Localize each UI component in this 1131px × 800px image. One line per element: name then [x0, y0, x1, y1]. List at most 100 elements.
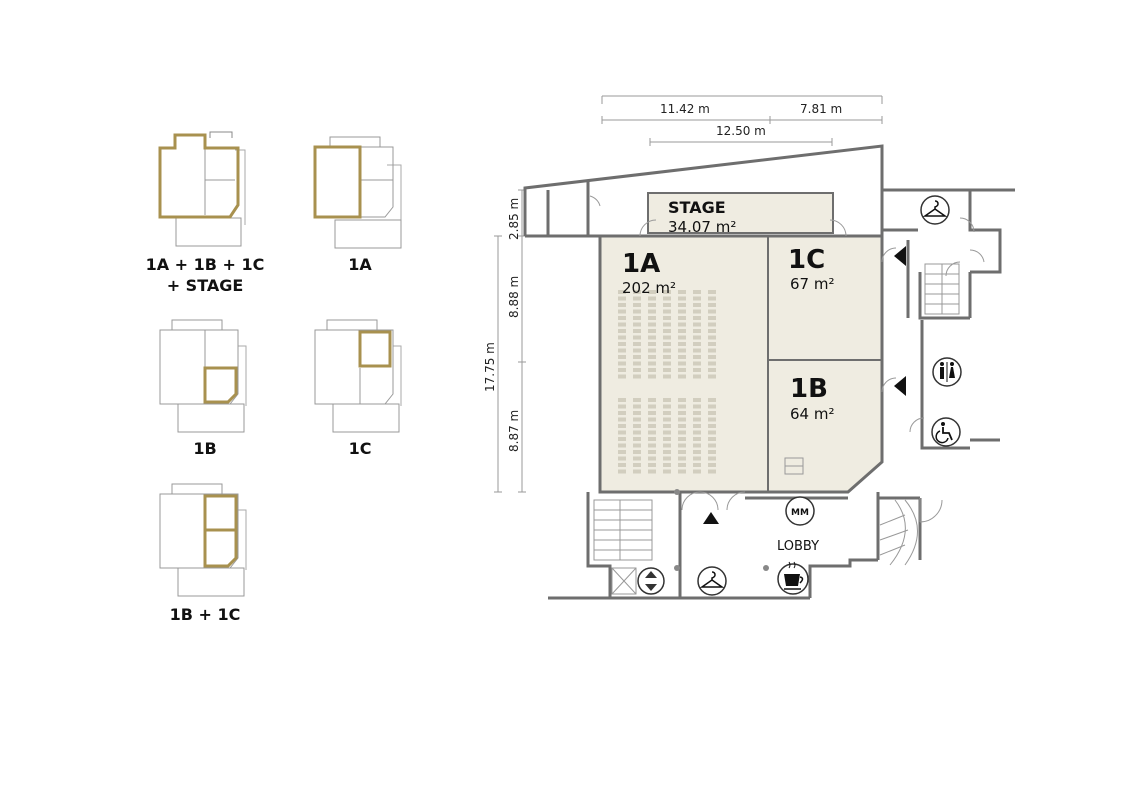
- seat: [663, 443, 671, 448]
- dim-top-middle: 12.50 m: [716, 124, 766, 138]
- seat: [618, 456, 626, 461]
- seat: [633, 430, 641, 435]
- seat: [633, 469, 641, 474]
- seat: [648, 342, 656, 346]
- seat: [663, 361, 671, 366]
- seat: [618, 309, 626, 314]
- seat: [678, 469, 686, 474]
- meeting-point-label: MM: [791, 508, 809, 518]
- seat: [648, 404, 656, 409]
- seat: [708, 411, 716, 415]
- seat: [663, 335, 671, 340]
- seat: [663, 437, 671, 441]
- seat: [678, 430, 686, 435]
- seat: [708, 404, 716, 409]
- seat: [618, 348, 626, 353]
- layout-thumb-1a[interactable]: [305, 135, 415, 255]
- seat: [648, 398, 656, 402]
- seat: [693, 361, 701, 366]
- seat: [663, 424, 671, 428]
- room-1c-name: 1C: [788, 245, 825, 275]
- seat: [618, 463, 626, 467]
- seat: [618, 342, 626, 346]
- staircase-right: [924, 263, 960, 315]
- meeting-point-icon: [785, 496, 815, 526]
- entrance-arrow-1b-icon: [894, 376, 906, 396]
- seat: [618, 355, 626, 359]
- seat: [663, 355, 671, 359]
- seat: [618, 322, 626, 327]
- seat: [678, 463, 686, 467]
- floor-plan: 11.42 m 7.81 m 12.50 m 2.85 m 8.88 m 8.8…: [483, 95, 1015, 600]
- staircase-lobby: [593, 499, 653, 561]
- seat: [693, 374, 701, 379]
- seat: [618, 450, 626, 454]
- seat: [693, 322, 701, 327]
- seat: [708, 296, 716, 301]
- seat: [633, 316, 641, 320]
- stage-name: STAGE: [668, 198, 726, 217]
- layout-thumb-1b1c[interactable]: [150, 480, 260, 600]
- seat: [678, 303, 686, 307]
- seat: [618, 290, 626, 294]
- seat: [648, 443, 656, 448]
- seat: [633, 296, 641, 301]
- seat: [663, 296, 671, 301]
- seat: [663, 290, 671, 294]
- seat: [678, 398, 686, 402]
- room-1c[interactable]: [767, 235, 883, 361]
- seat: [678, 322, 686, 327]
- seat: [678, 335, 686, 340]
- seat: [693, 335, 701, 340]
- layout-thumb-1c[interactable]: [305, 316, 415, 436]
- seat: [663, 398, 671, 402]
- seat: [663, 404, 671, 409]
- seat: [663, 342, 671, 346]
- seat: [633, 463, 641, 467]
- seat: [708, 456, 716, 461]
- seat: [648, 368, 656, 372]
- seat: [678, 411, 686, 415]
- seat: [693, 348, 701, 353]
- seat: [693, 437, 701, 441]
- seat: [618, 469, 626, 474]
- layout-thumb-all[interactable]: [150, 130, 260, 250]
- seat: [708, 469, 716, 474]
- seat: [663, 430, 671, 435]
- seat: [648, 303, 656, 307]
- accessible-toilet-icon: [931, 417, 961, 447]
- seat: [618, 296, 626, 301]
- layout-thumb-1b[interactable]: [150, 316, 260, 436]
- door-swings: [589, 195, 985, 523]
- cloakroom-icon: [920, 195, 950, 225]
- layout-label-all: 1A + 1B + 1C + STAGE: [145, 255, 265, 295]
- seat: [708, 398, 716, 402]
- layout-label-1b: 1B: [193, 439, 217, 458]
- seat: [618, 329, 626, 333]
- seat: [693, 430, 701, 435]
- room-1c-area: 67 m²: [790, 275, 834, 293]
- seat: [678, 443, 686, 448]
- seat: [618, 316, 626, 320]
- seat: [633, 303, 641, 307]
- seat: [678, 309, 686, 314]
- seat: [633, 290, 641, 294]
- seat: [648, 437, 656, 441]
- seat: [633, 443, 641, 448]
- layout-thumb-1b1c-plan: [159, 483, 247, 597]
- seat: [633, 411, 641, 415]
- seat: [693, 463, 701, 467]
- seat: [708, 417, 716, 422]
- seat: [618, 374, 626, 379]
- seat: [693, 443, 701, 448]
- seat: [633, 329, 641, 333]
- seat: [693, 290, 701, 294]
- seat: [663, 329, 671, 333]
- seat: [693, 469, 701, 474]
- seat: [663, 456, 671, 461]
- seat: [678, 348, 686, 353]
- seat: [693, 342, 701, 346]
- seat: [708, 424, 716, 428]
- lobby-label: LOBBY: [777, 539, 819, 554]
- seat: [618, 417, 626, 422]
